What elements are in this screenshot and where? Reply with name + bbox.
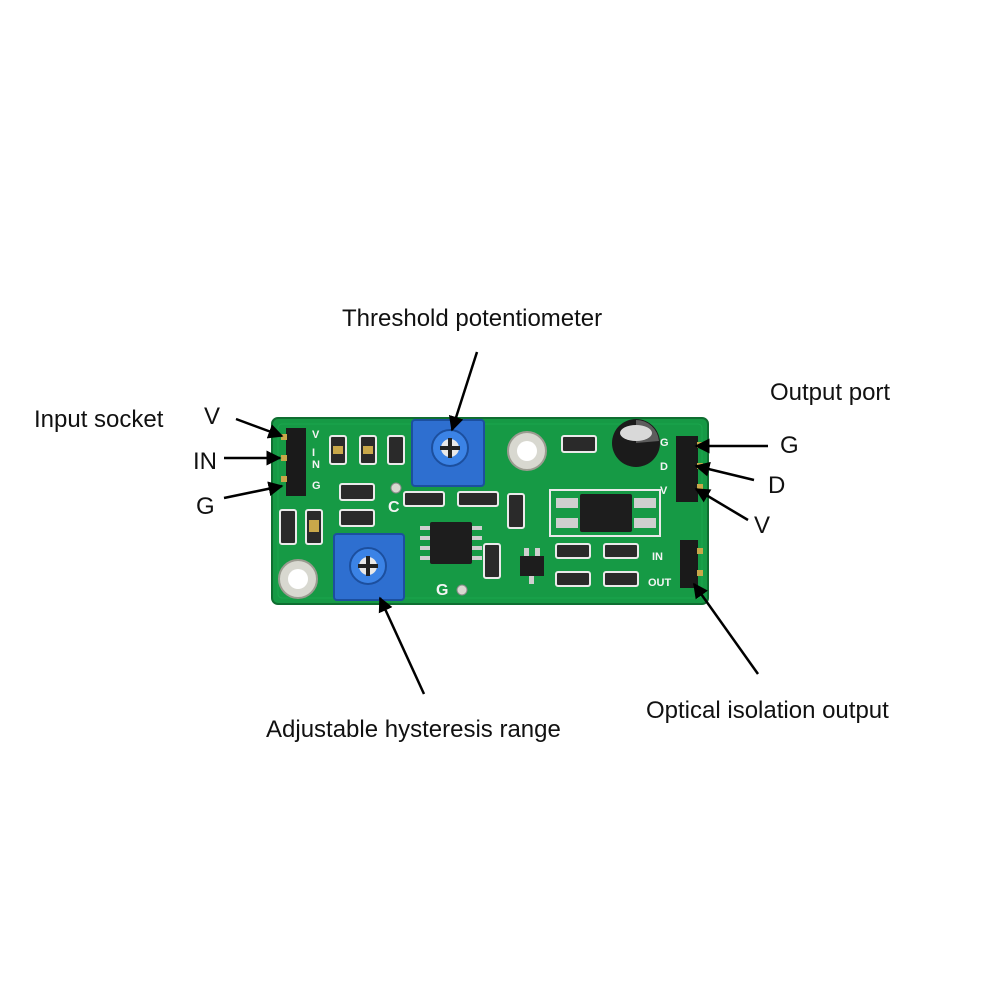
- smd-components-left: [279, 435, 639, 587]
- optocoupler: [549, 489, 661, 537]
- label-output-pin-d: D: [768, 472, 786, 499]
- op-amp-ic: [420, 522, 482, 564]
- silk-output-g: G: [660, 437, 669, 449]
- mounting-hole-top: [507, 431, 547, 471]
- silk-input-n: N: [312, 459, 320, 471]
- silk-input-g: G: [312, 480, 321, 492]
- silk-output-v: V: [660, 485, 668, 497]
- arrow-output-v: [694, 487, 749, 522]
- arrow-optical: [692, 582, 760, 675]
- label-optical-output: Optical isolation output: [646, 697, 889, 724]
- silk-g: G: [436, 582, 448, 599]
- label-threshold-potentiometer: Threshold potentiometer: [342, 305, 603, 332]
- silk-input-i: I: [312, 447, 315, 459]
- label-input-pin-v: V: [204, 403, 221, 430]
- transistor: [520, 548, 544, 584]
- arrow-threshold: [448, 351, 479, 432]
- annotation-arrows: [223, 351, 768, 695]
- arrow-hysteresis: [378, 596, 426, 695]
- hysteresis-potentiometer: [333, 533, 405, 601]
- silk-output-d: D: [660, 461, 668, 473]
- electrolytic-capacitor: [612, 419, 660, 467]
- test-point-c: [390, 482, 402, 494]
- arrow-input-v: [235, 417, 284, 439]
- arrow-output-d: [694, 461, 755, 482]
- silk-opto-in: IN: [652, 551, 663, 563]
- label-input-socket: Input socket: [34, 406, 164, 433]
- input-header: [281, 428, 306, 496]
- label-input-pin-in: IN: [193, 448, 217, 475]
- silk-opto-out: OUT: [648, 577, 672, 589]
- label-output-pin-g: G: [780, 432, 799, 459]
- arrow-input-g: [223, 481, 284, 500]
- opto-output-header: [680, 540, 703, 588]
- label-output-port: Output port: [770, 379, 891, 406]
- silk-c: C: [388, 499, 400, 516]
- mounting-hole-bottom: [278, 559, 318, 599]
- silk-input-v: V: [312, 429, 320, 441]
- label-hysteresis: Adjustable hysteresis range: [266, 716, 561, 743]
- label-input-pin-g: G: [196, 493, 215, 520]
- smd-caps: [309, 446, 373, 532]
- label-output-pin-v: V: [754, 512, 771, 539]
- threshold-potentiometer: [411, 419, 485, 487]
- test-point-g: [456, 584, 468, 596]
